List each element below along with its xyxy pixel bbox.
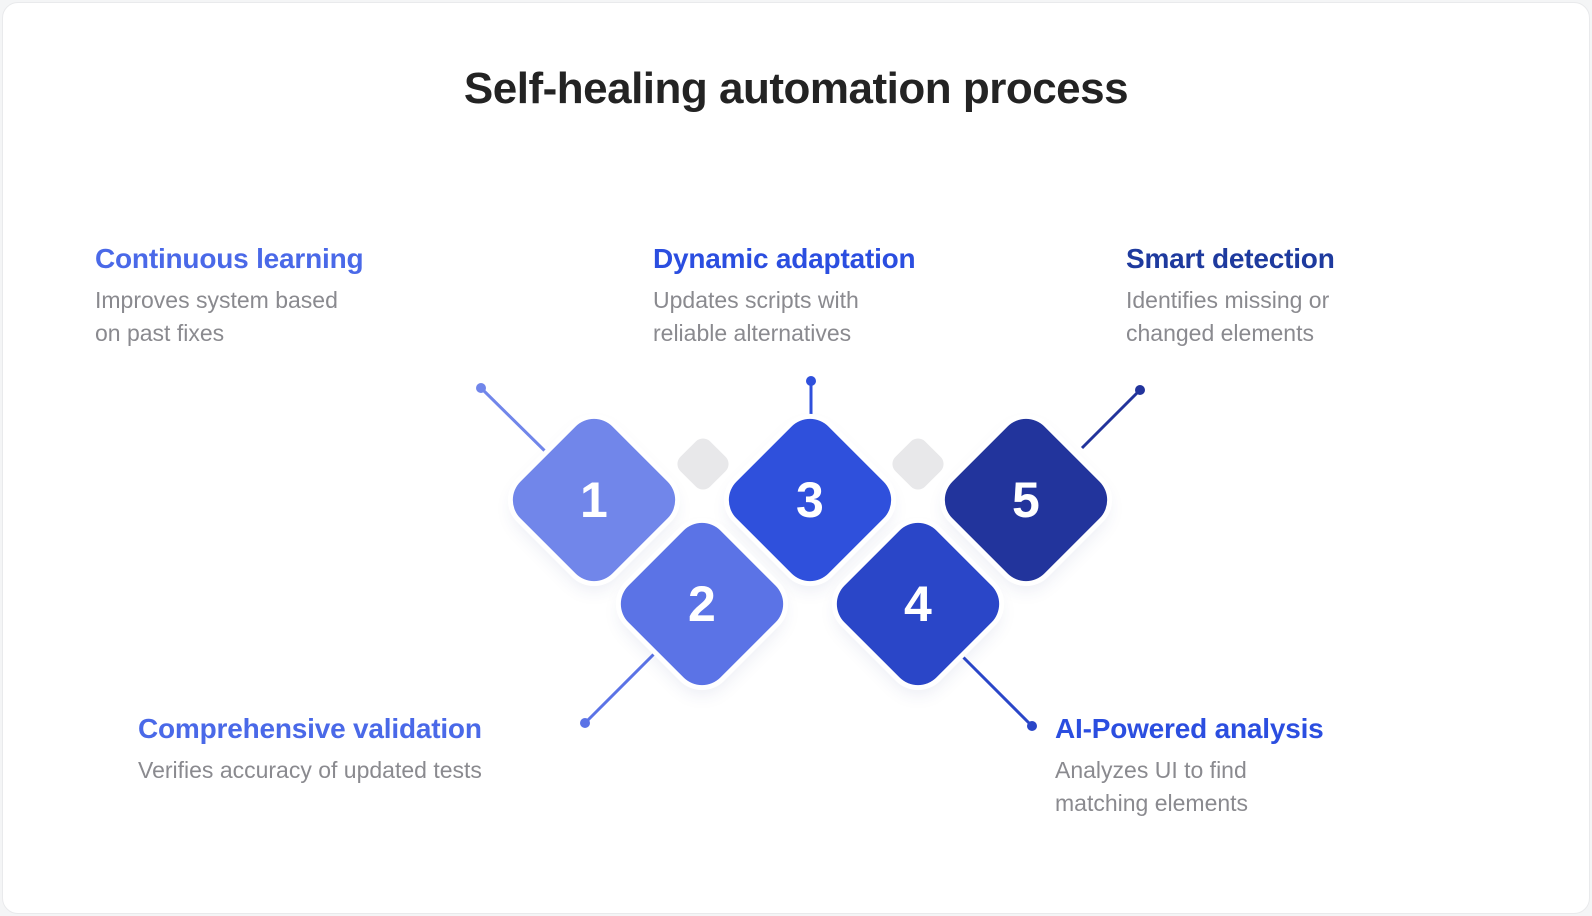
connector-step-2 — [580, 648, 660, 728]
step-label-block-3: Dynamic adaptation Updates scripts with … — [653, 243, 916, 350]
connector-step-1 — [476, 383, 554, 460]
step-number-5: 5 — [1012, 472, 1040, 528]
connector-line-5 — [1080, 388, 1142, 450]
step-label-block-1: Continuous learning Improves system base… — [95, 243, 364, 350]
step-label-block-2: Comprehensive validation Verifies accura… — [138, 713, 482, 787]
connector-dot-5 — [1135, 385, 1145, 395]
connector-line-4 — [959, 653, 1034, 728]
step-number-3: 3 — [796, 472, 824, 528]
step-description-2: Verifies accuracy of updated tests — [138, 754, 482, 787]
step-number-2: 2 — [688, 576, 716, 632]
connector-dot-2 — [580, 718, 590, 728]
step-label-block-4: AI-Powered analysis Analyzes UI to find … — [1055, 713, 1324, 820]
step-description-4-line-2: matching elements — [1055, 790, 1249, 816]
step-description-1: Improves system based on past fixes — [95, 284, 363, 350]
step-description-5: Identifies missing or changed elements — [1126, 284, 1335, 350]
step-label-1: Continuous learning — [95, 243, 364, 274]
connector-dot-3 — [806, 376, 816, 386]
step-description-3: Updates scripts with reliable alternativ… — [653, 284, 915, 350]
step-description-5-line-1: Identifies missing or — [1126, 287, 1330, 313]
page-title: Self-healing automation process — [463, 64, 1129, 113]
step-number-1: 1 — [580, 472, 608, 528]
step-description-5-line-2: changed elements — [1126, 320, 1314, 346]
connector-dot-4 — [1027, 721, 1037, 731]
step-label-4: AI-Powered analysis — [1055, 713, 1324, 744]
step-description-1-line-1: Improves system based — [95, 287, 338, 313]
step-description-4-line-1: Analyzes UI to find — [1055, 757, 1247, 783]
step-label-2: Comprehensive validation — [138, 713, 482, 744]
connector-step-5 — [1080, 385, 1145, 450]
step-description-1-line-2: on past fixes — [95, 320, 225, 346]
step-description-4: Analyzes UI to find matching elements — [1055, 754, 1324, 820]
step-description-3-line-2: reliable alternatives — [653, 320, 852, 346]
step-label-3: Dynamic adaptation — [653, 243, 916, 274]
step-description-3-line-1: Updates scripts with — [653, 287, 859, 313]
connector-step-4 — [959, 653, 1037, 731]
connector-line-1 — [479, 386, 554, 460]
connector-step-3 — [806, 376, 816, 420]
step-number-4: 4 — [904, 576, 932, 632]
step-label-5: Smart detection — [1126, 243, 1335, 274]
step-label-block-5: Smart detection Identifies missing or ch… — [1126, 243, 1335, 350]
step-description-2-line-1: Verifies accuracy of updated tests — [138, 757, 482, 783]
connector-line-2 — [583, 648, 660, 725]
connector-dot-1 — [476, 383, 486, 393]
